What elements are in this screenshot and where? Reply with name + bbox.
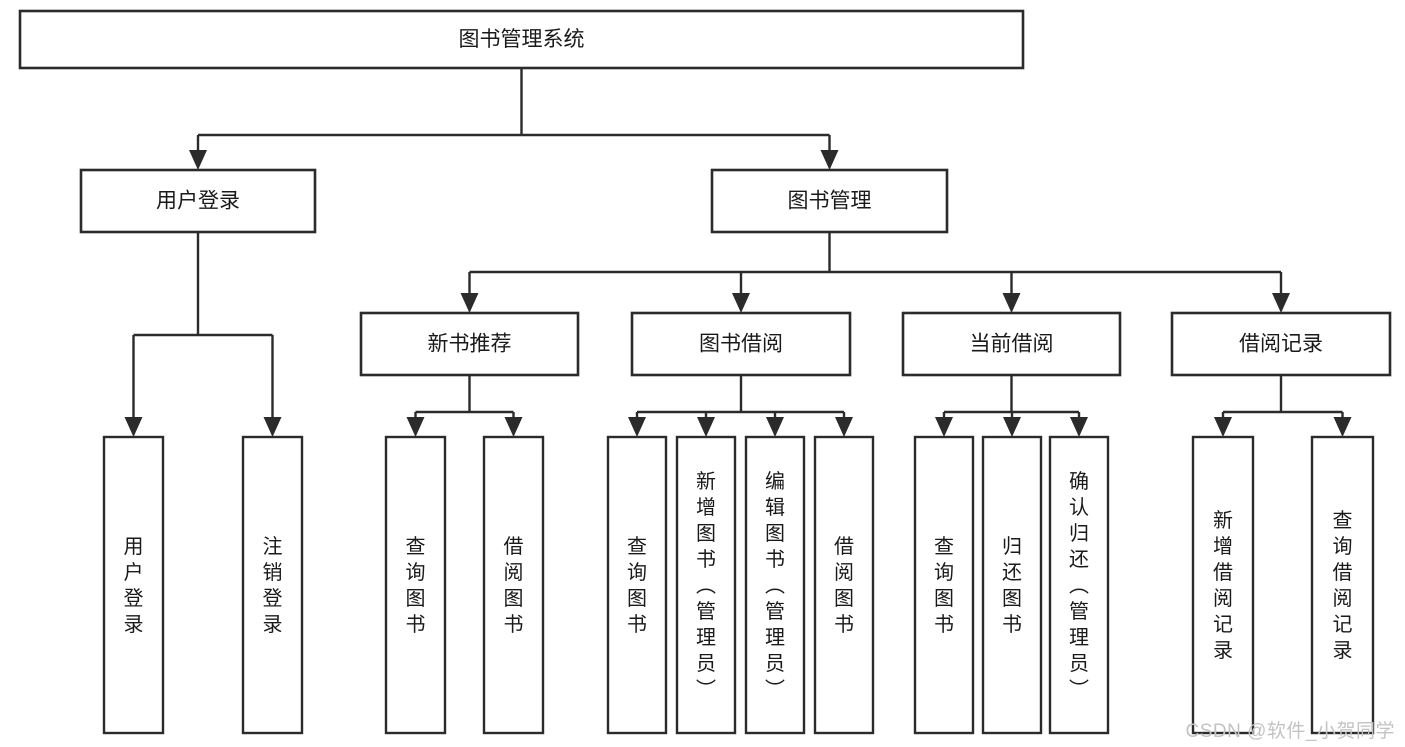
arrow-head-icon-bb-borrow-book xyxy=(835,417,853,437)
node-label-bb-borrow-book: 借阅图书 xyxy=(834,535,854,636)
node-box-book-manage[interactable] xyxy=(710,168,949,234)
node-label-new-book-rec: 新书推荐 xyxy=(428,333,512,356)
node-box-bb-query-book[interactable] xyxy=(606,435,668,735)
node-current-borrow[interactable]: 当前借阅 xyxy=(901,311,1122,377)
arrow-head-icon-user-login-do xyxy=(124,417,143,437)
node-box-br-add-record[interactable] xyxy=(1191,435,1255,735)
node-box-user-login-do[interactable] xyxy=(102,435,165,735)
node-cb-query-book[interactable]: 查询图书 xyxy=(913,435,975,735)
node-user-logout[interactable]: 注销登录 xyxy=(241,435,304,735)
node-label-borrow-record: 借阅记录 xyxy=(1239,333,1323,356)
arrow-head-icon-br-query-record xyxy=(1333,417,1352,437)
node-bb-add-book[interactable]: 新增图书︵管理员︶ xyxy=(675,435,737,735)
node-borrow-record[interactable]: 借阅记录 xyxy=(1170,311,1392,377)
node-box-nbr-borrow-book[interactable] xyxy=(482,435,545,735)
node-bb-edit-book[interactable]: 编辑图书︵管理员︶ xyxy=(744,435,806,735)
arrow-head-icon-bb-edit-book xyxy=(766,417,784,437)
node-box-bb-borrow-book[interactable] xyxy=(813,435,875,735)
node-br-add-record[interactable]: 新增借阅记录 xyxy=(1191,435,1255,735)
node-label-current-borrow: 当前借阅 xyxy=(970,333,1054,356)
node-box-user-logout[interactable] xyxy=(241,435,304,735)
node-box-current-borrow[interactable] xyxy=(901,311,1122,377)
arrow-head-icon-cb-confirm-return xyxy=(1070,417,1088,437)
arrow-head-icon-borrow-record xyxy=(1272,293,1290,313)
node-box-cb-confirm-return[interactable] xyxy=(1048,435,1110,735)
arrow-head-icon-cb-query-book xyxy=(935,417,953,437)
node-box-borrow-record[interactable] xyxy=(1170,311,1392,377)
arrow-head-icon-book-borrow xyxy=(732,293,750,313)
node-label-bb-query-book: 查询图书 xyxy=(627,535,647,636)
node-cb-return-book[interactable]: 归还图书 xyxy=(981,435,1043,735)
node-nbr-query-book[interactable]: 查询图书 xyxy=(384,435,447,735)
node-bb-borrow-book[interactable]: 借阅图书 xyxy=(813,435,875,735)
node-label-user-login: 用户登录 xyxy=(156,190,240,213)
node-box-bb-edit-book[interactable] xyxy=(744,435,806,735)
node-new-book-rec[interactable]: 新书推荐 xyxy=(359,311,580,377)
node-label-nbr-borrow-book: 借阅图书 xyxy=(504,535,524,636)
node-box-cb-query-book[interactable] xyxy=(913,435,975,735)
node-box-user-login[interactable] xyxy=(79,168,317,234)
node-book-manage[interactable]: 图书管理 xyxy=(710,168,949,234)
node-label-cb-return-book: 归还图书 xyxy=(1002,535,1022,636)
arrow-head-icon-cb-return-book xyxy=(1003,417,1021,437)
node-label-br-query-record: 查询借阅记录 xyxy=(1333,509,1353,662)
node-box-nbr-query-book[interactable] xyxy=(384,435,447,735)
node-box-br-query-record[interactable] xyxy=(1310,435,1375,735)
node-label-book-borrow: 图书借阅 xyxy=(699,333,783,356)
node-bb-query-book[interactable]: 查询图书 xyxy=(606,435,668,735)
arrow-head-icon-bb-add-book xyxy=(697,417,715,437)
node-label-bb-edit-book: 编辑图书︵管理员︶ xyxy=(765,470,785,701)
node-box-root[interactable] xyxy=(18,9,1025,70)
arrow-head-icon-new-book-rec xyxy=(460,293,479,313)
node-label-bb-add-book: 新增图书︵管理员︶ xyxy=(696,470,716,701)
node-user-login-do[interactable]: 用户登录 xyxy=(102,435,165,735)
arrow-head-icon-bb-query-book xyxy=(628,417,646,437)
arrow-head-icon-current-borrow xyxy=(1002,293,1021,313)
node-cb-confirm-return[interactable]: 确认归还︵管理员︶ xyxy=(1048,435,1110,735)
node-book-borrow[interactable]: 图书借阅 xyxy=(630,311,852,377)
node-box-cb-return-book[interactable] xyxy=(981,435,1043,735)
node-label-cb-confirm-return: 确认归还︵管理员︶ xyxy=(1069,470,1089,701)
node-label-user-login-do: 用户登录 xyxy=(124,536,144,636)
node-box-new-book-rec[interactable] xyxy=(359,311,580,377)
arrow-head-icon-nbr-query-book xyxy=(406,417,425,437)
node-box-bb-add-book[interactable] xyxy=(675,435,737,735)
node-label-root: 图书管理系统 xyxy=(459,28,585,51)
arrow-head-icon-nbr-borrow-book xyxy=(504,417,523,437)
node-user-login[interactable]: 用户登录 xyxy=(79,168,317,234)
node-label-user-logout: 注销登录 xyxy=(263,535,283,636)
arrow-head-icon-br-add-record xyxy=(1214,417,1232,437)
node-nbr-borrow-book[interactable]: 借阅图书 xyxy=(482,435,545,735)
node-br-query-record[interactable]: 查询借阅记录 xyxy=(1310,435,1375,735)
node-label-br-add-record: 新增借阅记录 xyxy=(1213,509,1233,662)
arrow-head-icon-user-login xyxy=(189,150,207,170)
node-label-book-manage: 图书管理 xyxy=(788,190,872,213)
node-label-nbr-query-book: 查询图书 xyxy=(406,535,426,636)
arrow-head-icon-book-manage xyxy=(820,150,839,170)
node-box-book-borrow[interactable] xyxy=(630,311,852,377)
arrow-head-icon-user-logout xyxy=(263,417,282,437)
node-root[interactable]: 图书管理系统 xyxy=(18,9,1025,70)
node-label-cb-query-book: 查询图书 xyxy=(934,535,954,636)
